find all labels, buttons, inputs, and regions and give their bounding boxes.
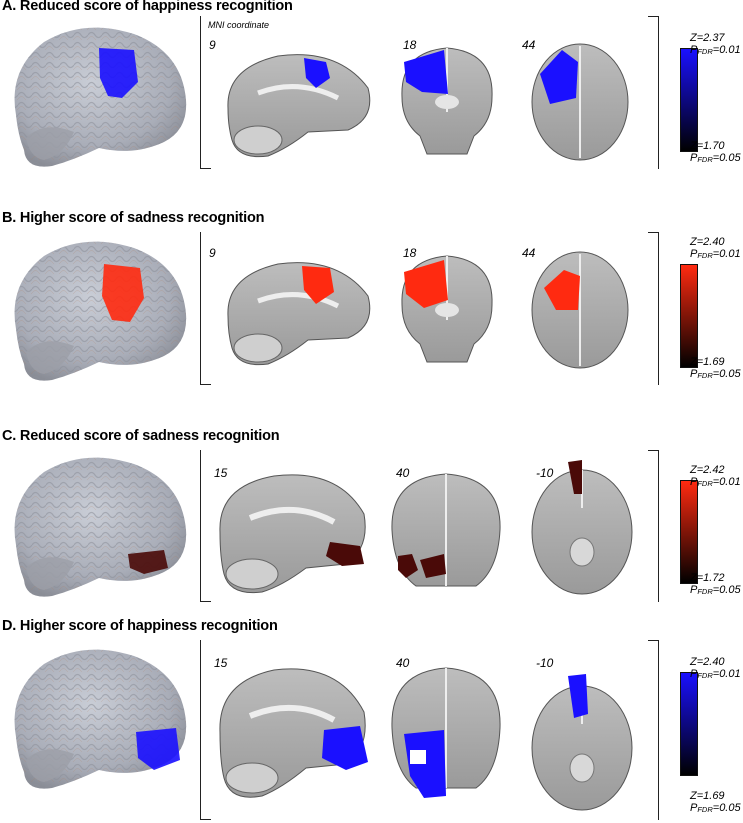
- panel-c: C. Reduced score of sadness recognition …: [0, 428, 743, 618]
- brain-3d-render: [14, 457, 187, 597]
- coronal-slice: [391, 473, 501, 587]
- colorbar-bottom-label: Z=1.72 PFDR=0.05: [690, 572, 741, 598]
- colorbar: [680, 480, 698, 584]
- brain-3d-render: [14, 27, 187, 167]
- activation-blob: [99, 48, 138, 98]
- activation-blob: [404, 260, 448, 308]
- coronal-slice: [401, 47, 493, 155]
- activation-blob: [102, 264, 144, 322]
- p-fdr-bottom-label: PFDR=0.05: [690, 802, 741, 814]
- panel-b: B. Higher score of sadness recognition 9…: [0, 210, 743, 410]
- coronal-slice: [401, 255, 493, 363]
- slice-frame: [200, 450, 659, 602]
- z-min-label: Z=1.70: [690, 140, 725, 152]
- activation-blob: [568, 460, 582, 494]
- activation-blob: [302, 266, 334, 304]
- brain-3d-render: [14, 241, 187, 381]
- activation-blob: [136, 728, 180, 770]
- panel-title: B. Higher score of sadness recognition: [2, 210, 265, 226]
- activation-blob: [420, 554, 446, 578]
- activation-blob: [568, 674, 588, 718]
- slice-number: 44: [522, 38, 536, 52]
- coronal-slice: [391, 667, 501, 798]
- axial-slice: [531, 674, 633, 811]
- activation-blob: [544, 270, 580, 310]
- activation-blob: [404, 50, 448, 94]
- slice-number: 15: [214, 656, 228, 670]
- p-fdr-bottom-label: PFDR=0.05: [690, 584, 741, 596]
- axial-slice: [531, 460, 633, 595]
- panel-d: D. Higher score of happiness recognition…: [0, 618, 743, 823]
- activation-blob: [398, 554, 418, 578]
- axial-slice: [531, 43, 629, 161]
- axial-slice: [531, 251, 629, 369]
- p-fdr-top-label: PFDR=0.01: [690, 44, 741, 56]
- p-fdr-bottom-label: PFDR=0.05: [690, 368, 741, 380]
- p-fdr-bottom-label: PFDR=0.05: [690, 152, 741, 164]
- z-max-label: Z=2.42: [690, 464, 725, 476]
- mni-coordinate-label: MNI coordinate: [208, 20, 270, 30]
- colorbar-top-label: Z=2.40 PFDR=0.01: [690, 656, 741, 682]
- slice-number: 44: [522, 246, 536, 260]
- z-min-label: Z=1.69: [690, 356, 725, 368]
- slice-frame: [200, 640, 659, 820]
- colorbar-top-label: Z=2.40 PFDR=0.01: [690, 236, 741, 262]
- sagittal-slice: [219, 474, 366, 594]
- slice-number: 18: [403, 38, 417, 52]
- colorbar: [680, 264, 698, 368]
- slice-frame: [200, 232, 659, 385]
- panel-a: A. Reduced score of happiness recognitio…: [0, 0, 743, 200]
- z-min-label: Z=1.69: [690, 790, 725, 802]
- activation-blob: [304, 58, 330, 88]
- colorbar-bottom-label: Z=1.69 PFDR=0.05: [690, 356, 741, 382]
- z-max-label: Z=2.40: [690, 236, 725, 248]
- p-fdr-top-label: PFDR=0.01: [690, 476, 741, 488]
- slice-number: -10: [536, 466, 554, 480]
- colorbar-top-label: Z=2.37 PFDR=0.01: [690, 32, 741, 58]
- colorbar-bottom-label: Z=1.69 PFDR=0.05: [690, 790, 741, 816]
- sagittal-slice: [227, 262, 371, 366]
- z-max-label: Z=2.40: [690, 656, 725, 668]
- colorbar: [680, 48, 698, 152]
- sagittal-slice: [219, 668, 368, 798]
- colorbar-bottom-label: Z=1.70 PFDR=0.05: [690, 140, 741, 166]
- slice-number: 9: [209, 246, 216, 260]
- colorbar: [680, 672, 698, 776]
- brain-3d-render: [14, 649, 187, 789]
- activation-blob: [322, 726, 368, 770]
- activation-blob: [326, 542, 364, 566]
- z-min-label: Z=1.72: [690, 572, 725, 584]
- sagittal-slice: [227, 54, 371, 158]
- activation-blob: [540, 50, 578, 104]
- slice-frame: [200, 16, 659, 169]
- slice-number: -10: [536, 656, 554, 670]
- activation-blob: [128, 550, 168, 574]
- slice-number: 9: [209, 38, 216, 52]
- z-max-label: Z=2.37: [690, 32, 725, 44]
- slice-number: 40: [396, 466, 410, 480]
- slice-number: 15: [214, 466, 228, 480]
- slice-number: 18: [403, 246, 417, 260]
- colorbar-top-label: Z=2.42 PFDR=0.01: [690, 464, 741, 490]
- panel-title: C. Reduced score of sadness recognition: [2, 428, 280, 444]
- p-fdr-top-label: PFDR=0.01: [690, 248, 741, 260]
- slice-number: 40: [396, 656, 410, 670]
- p-fdr-top-label: PFDR=0.01: [690, 668, 741, 680]
- panel-title: A. Reduced score of happiness recognitio…: [2, 0, 293, 14]
- panel-title: D. Higher score of happiness recognition: [2, 618, 278, 634]
